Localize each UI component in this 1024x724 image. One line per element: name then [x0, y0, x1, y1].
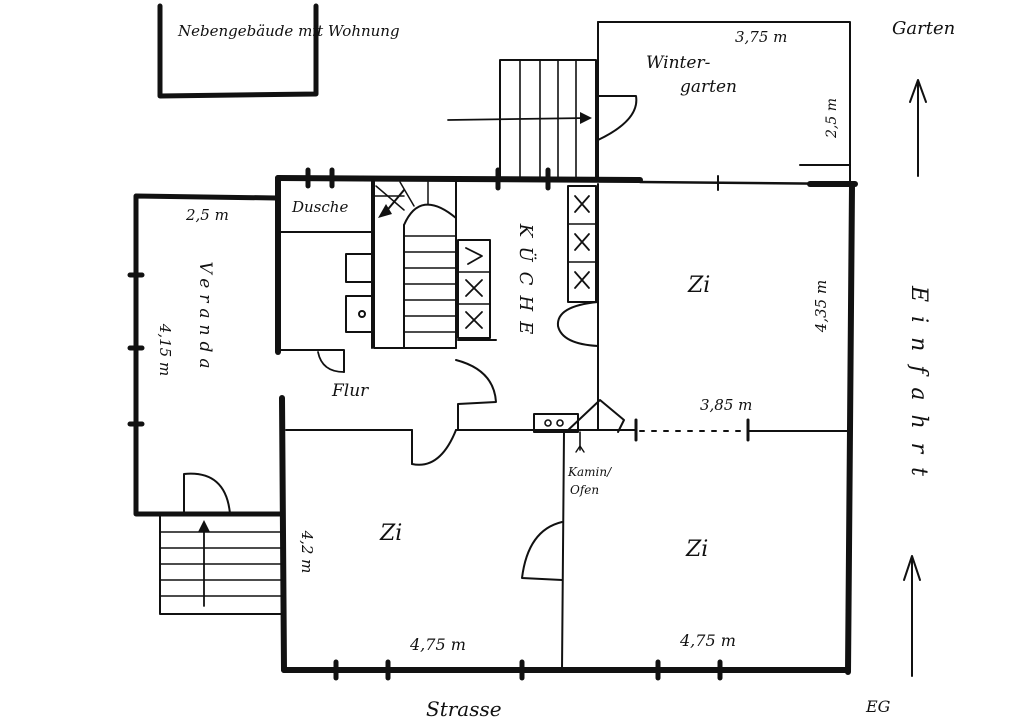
room-se-width: 4,75 m [679, 631, 736, 650]
kitchen: KÜCHE [457, 183, 599, 431]
street-label: Strasse [426, 697, 502, 721]
veranda-label: Veranda [195, 261, 215, 374]
fireplace-label-2: Ofen [570, 483, 599, 497]
top-stairs [447, 59, 597, 181]
hall-label: Flur [331, 381, 369, 401]
winter-garden-label-1: Winter- [646, 53, 711, 73]
room-se-label: Zi [685, 537, 708, 562]
fireplace: Kamin/ Ofen [533, 399, 625, 497]
winter-garden-label-2: garten [680, 77, 737, 97]
shower-label: Dusche [291, 198, 348, 216]
room-se: Zi 4,75 m [679, 537, 736, 650]
veranda-width: 2,5 m [185, 206, 229, 224]
room-ne-width: 3,85 m [700, 396, 752, 414]
garden-label: Garten [892, 18, 955, 39]
floor-label: EG [865, 697, 891, 716]
fireplace-label-1: Kamin/ [567, 465, 613, 479]
room-sw-depth: 4,2 m [298, 530, 316, 574]
winter-garden-width: 3,75 m [735, 28, 787, 46]
entrance-stairs [159, 472, 283, 615]
annex-box: Nebengebäude mit Wohnung [157, 3, 400, 99]
winter-garden-depth: 2,5 m [824, 98, 840, 139]
room-sw-label: Zi [379, 521, 402, 546]
inner-staircase [373, 179, 457, 349]
winter-garden: Winter- garten 3,75 m 2,5 m [597, 21, 851, 186]
driveway-label: Einfahrt [906, 285, 931, 490]
room-sw: Zi 4,2 m 4,75 m [298, 431, 565, 671]
veranda-length: 4,15 m [156, 323, 174, 376]
annex-label-line1: Nebengebäude mit Wohnung [177, 22, 400, 40]
room-ne: Zi 4,35 m 3,85 m [599, 273, 849, 442]
room-sw-width: 4,75 m [409, 635, 466, 654]
room-ne-label: Zi [687, 273, 710, 298]
room-ne-depth: 4,35 m [812, 280, 830, 333]
hall: Flur [285, 359, 601, 466]
exterior-walls [275, 167, 858, 681]
surroundings: Garten Einfahrt Strasse EG [426, 18, 955, 721]
kitchen-label: KÜCHE [515, 223, 538, 345]
veranda: 2,5 m 4,15 m Veranda [127, 193, 283, 517]
shower-room: Dusche [279, 179, 373, 373]
